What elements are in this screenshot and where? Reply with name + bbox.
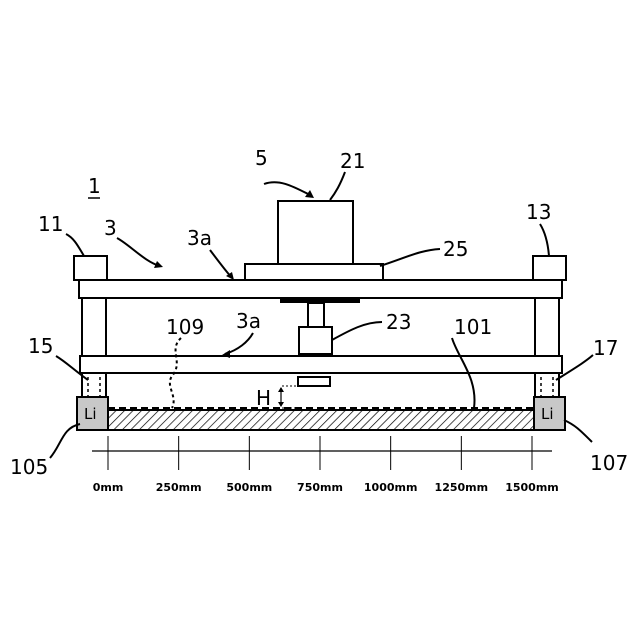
- leader-23: [332, 322, 382, 340]
- label-H: H: [256, 386, 271, 410]
- scale-tick-label: 750mm: [297, 481, 343, 494]
- label-15: 15: [28, 334, 53, 358]
- sensor-label-right: Li: [541, 405, 554, 423]
- label-1: 1: [88, 174, 101, 198]
- label-21: 21: [340, 149, 365, 173]
- sensor-label-left: Li: [84, 405, 97, 423]
- label-17: 17: [593, 336, 618, 360]
- left-lower-post: [82, 373, 106, 397]
- scale-tick-label: 1000mm: [364, 481, 418, 494]
- label-25: 25: [443, 237, 468, 261]
- bottom-sensor: [298, 377, 330, 386]
- device-23: [299, 327, 332, 354]
- scale-tick-label: 0mm: [93, 481, 124, 494]
- right-lower-post: [535, 373, 559, 397]
- base-25: [245, 264, 383, 280]
- motor-21: [278, 201, 353, 264]
- leader-21: [330, 172, 345, 200]
- leader-3a-top: [210, 250, 232, 278]
- leader-5: [264, 182, 312, 196]
- label-3: 3: [104, 216, 117, 240]
- label-101: 101: [454, 315, 492, 339]
- leader-13: [540, 224, 549, 256]
- scale-tick-label: 250mm: [156, 481, 202, 494]
- label-105: 105: [10, 455, 48, 479]
- scale-tick-label: 1500mm: [505, 481, 559, 494]
- leader-25: [380, 249, 440, 266]
- label-3a-top: 3a: [187, 226, 212, 250]
- label-11: 11: [38, 212, 63, 236]
- label-5: 5: [255, 146, 268, 170]
- scale-tick-label: 500mm: [226, 481, 272, 494]
- surface-101: [108, 410, 534, 430]
- scale-tick-label: 1250mm: [435, 481, 489, 494]
- block-11: [74, 256, 107, 280]
- leader-11: [66, 234, 84, 256]
- scale-ticks: 0mm 250mm 500mm 750mm 1000mm 1250mm 1500mm: [93, 436, 559, 494]
- label-23: 23: [386, 310, 411, 334]
- label-107: 107: [590, 451, 628, 475]
- block-13: [533, 256, 566, 280]
- leader-107: [564, 420, 592, 442]
- label-3a-mid: 3a: [236, 309, 261, 333]
- left-upper-post: [82, 298, 106, 356]
- label-109: 109: [166, 315, 204, 339]
- leader-3: [117, 238, 160, 266]
- leader-105: [50, 424, 80, 458]
- shaft: [308, 303, 324, 327]
- middle-plate: [80, 356, 562, 373]
- upper-plate: [79, 280, 562, 298]
- right-upper-post: [535, 298, 559, 356]
- label-13: 13: [526, 200, 551, 224]
